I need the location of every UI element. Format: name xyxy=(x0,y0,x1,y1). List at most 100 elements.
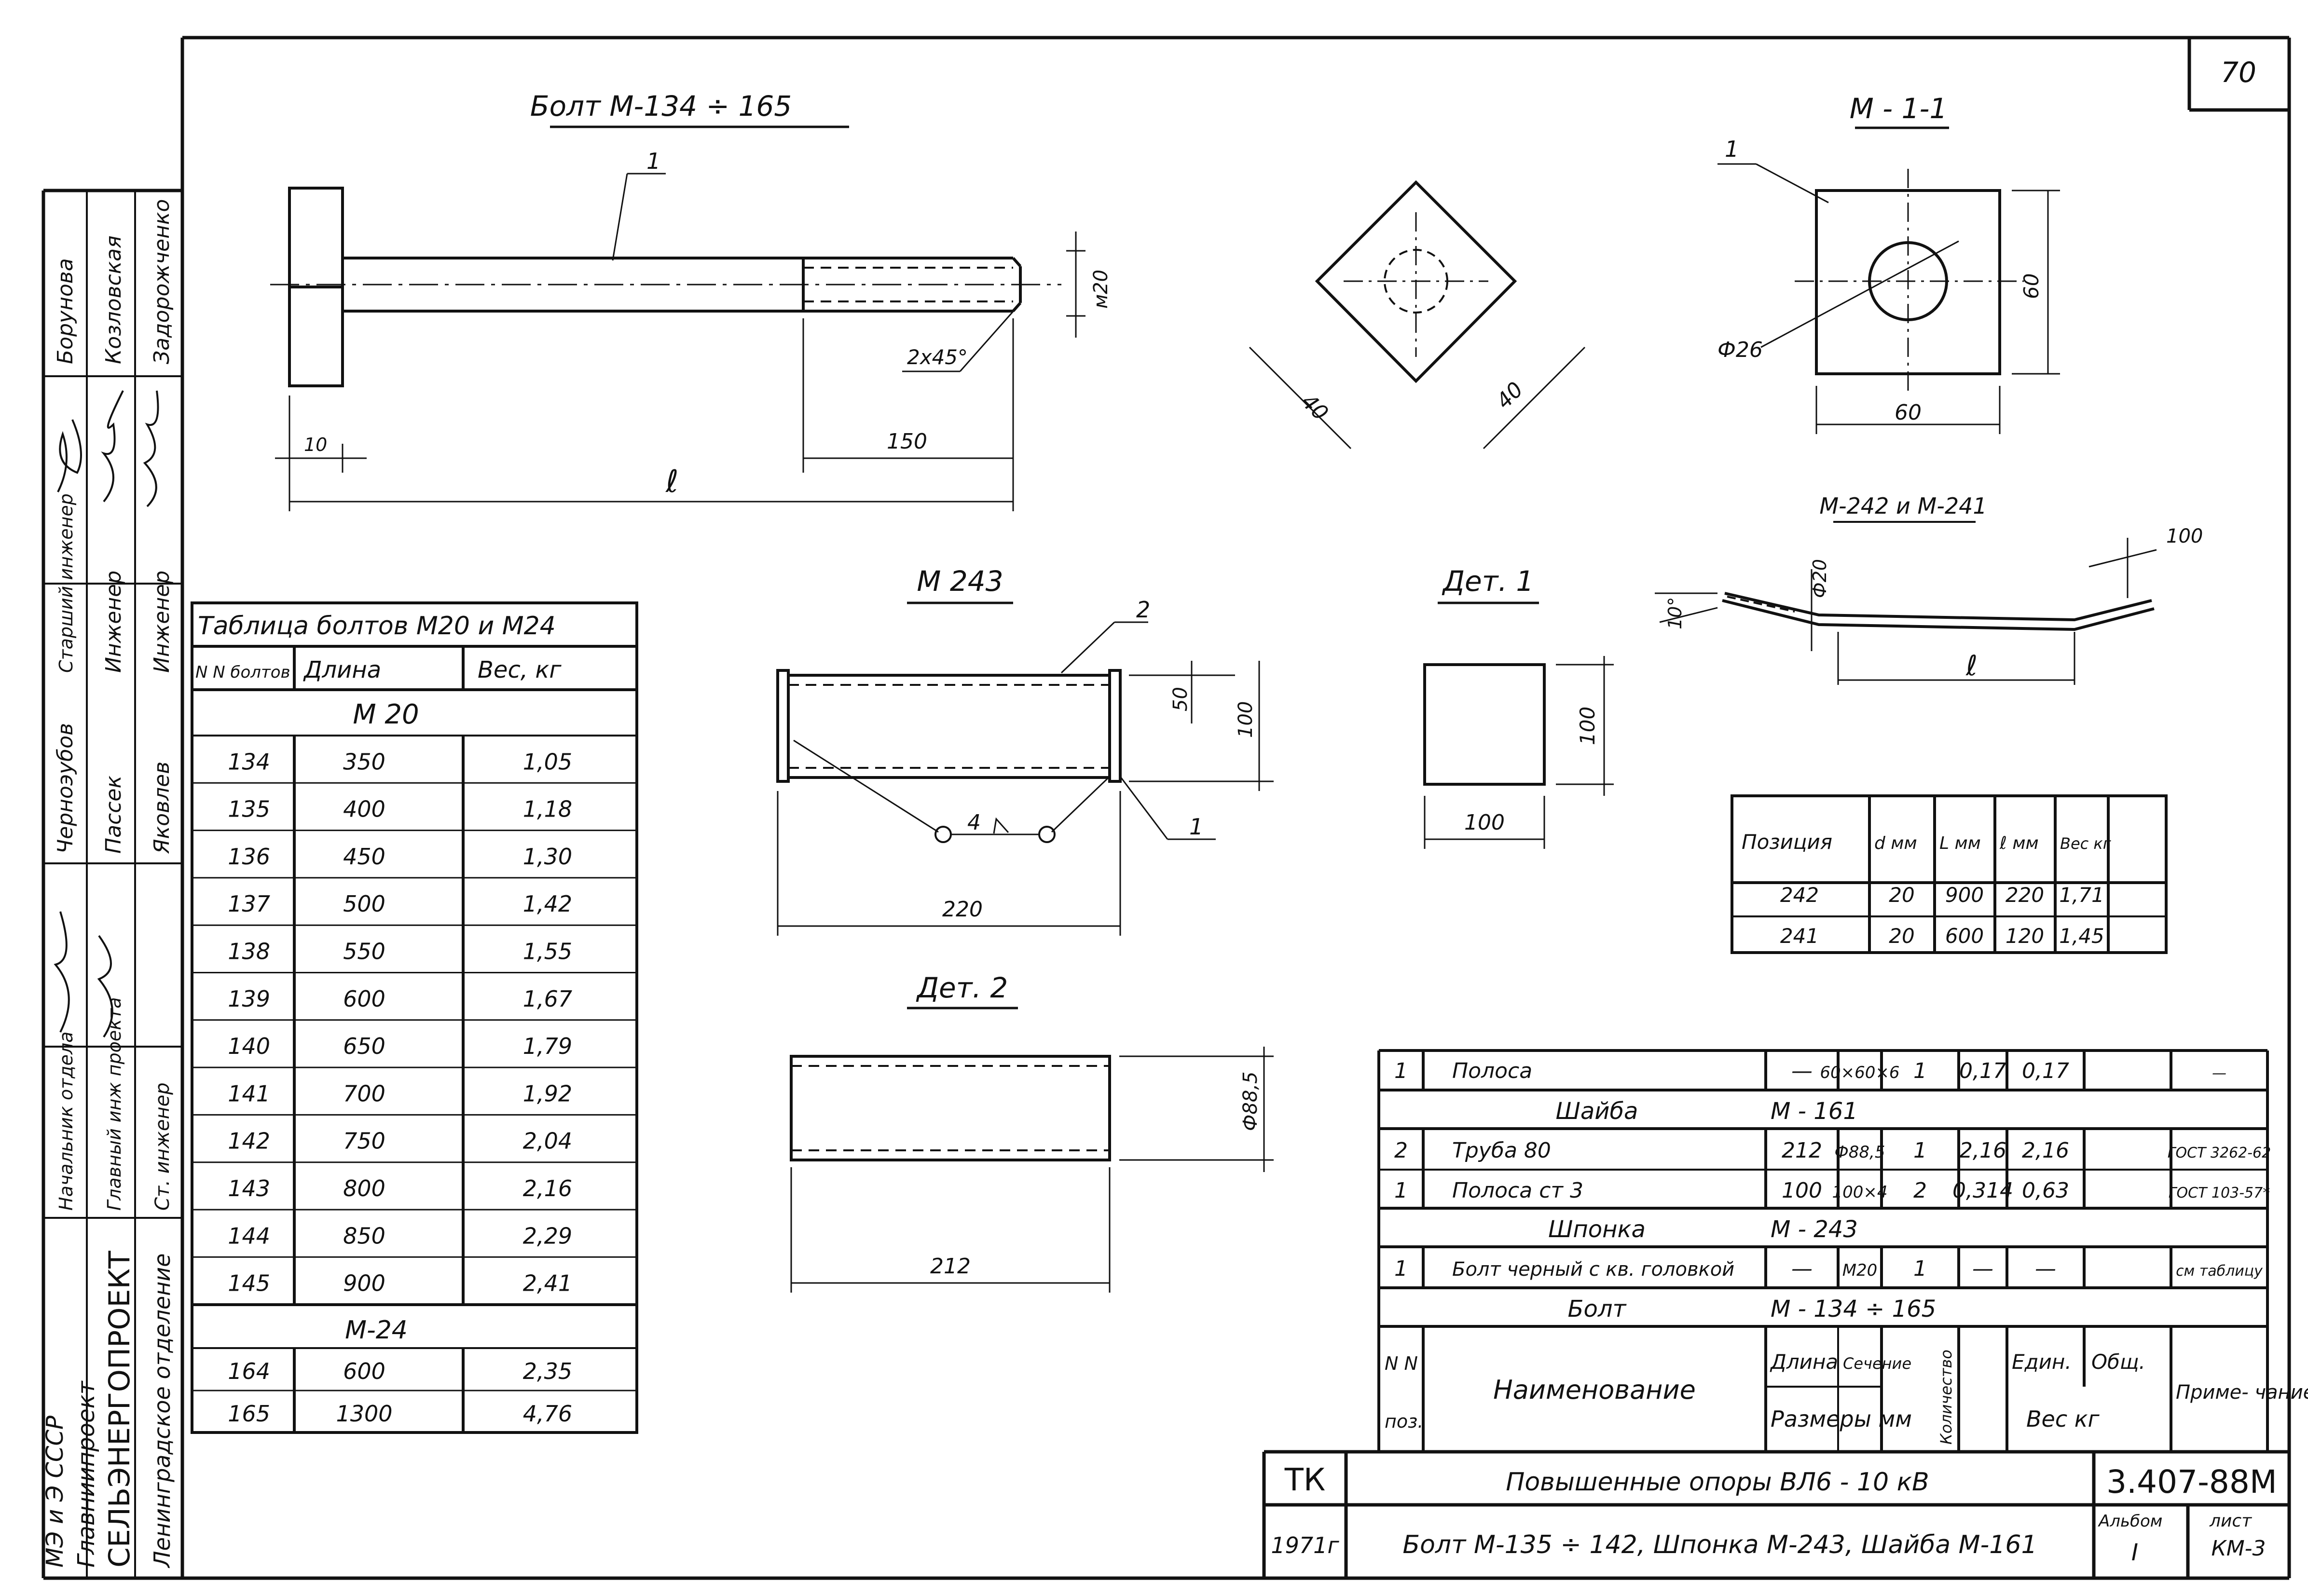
det1-h: 100 xyxy=(1576,707,1599,745)
m243-pos1: 1 xyxy=(1189,814,1203,840)
stamp-name-kozlovskaya: Козловская xyxy=(101,235,126,364)
stamp-role-eng2: Инженер xyxy=(150,571,174,673)
sheet-number: 70 xyxy=(2221,56,2256,89)
spec-section-name: Болт xyxy=(1568,1296,1627,1323)
bolt-length: 700 xyxy=(343,1080,385,1106)
stamp-name-zadorozhchenko: Задорожченко xyxy=(150,199,174,364)
stamp-org-leningrad: Ленинградское отделение xyxy=(149,1254,175,1569)
strip-dia: Ф20 xyxy=(1809,559,1830,598)
bolt-number: 140 xyxy=(228,1033,270,1059)
bolt-dia: м20 xyxy=(1090,270,1112,309)
bolt-weight: 1,67 xyxy=(523,986,572,1012)
bolt-weight: 2,35 xyxy=(523,1358,572,1384)
pos-cell: 20 xyxy=(1889,883,1914,907)
tb-year: 1971г xyxy=(1271,1532,1339,1558)
spec-hdr-note: Приме- чание xyxy=(2176,1381,2308,1404)
pos-col-weight: Вес кг xyxy=(2060,834,2111,853)
strip-len: ℓ xyxy=(1965,649,1978,682)
m11-pos: 1 xyxy=(1725,136,1739,162)
bolt-number: 135 xyxy=(228,796,270,822)
strip-dim: 100 xyxy=(2166,525,2203,547)
bolt-number: 138 xyxy=(228,939,270,965)
bolt-number: 145 xyxy=(228,1270,270,1296)
stamp-org-selenergo: СЕЛЬЭНЕРГОПРОЕКТ xyxy=(103,1251,137,1568)
signature-3 xyxy=(143,390,159,507)
signature-5 xyxy=(97,935,113,1038)
bolt-number: 165 xyxy=(228,1401,270,1427)
spec-cell: Ф88,5 xyxy=(1835,1143,1885,1162)
spec-hdr-unit: Един. xyxy=(2012,1350,2072,1374)
pos-cell: 1,71 xyxy=(2059,883,2104,907)
bolt-weight: 1,05 xyxy=(523,749,572,775)
det1-w: 100 xyxy=(1464,810,1505,835)
spec-cell: Полоса xyxy=(1452,1059,1532,1083)
bolt-length: 450 xyxy=(343,844,385,870)
bolt-weight: 1,30 xyxy=(523,844,572,870)
spec-cell: 0,17 xyxy=(1959,1059,2006,1083)
spec-cell: — xyxy=(2035,1256,2056,1281)
spec-hdr-size: Размеры мм xyxy=(1771,1406,1912,1432)
spec-section-name: Шайба xyxy=(1556,1098,1638,1125)
spec-section-code: М - 134 ÷ 165 xyxy=(1771,1296,1936,1323)
bolt-weight: 1,55 xyxy=(523,939,572,965)
pos-cell: 20 xyxy=(1889,924,1914,948)
spec-section-code: М - 161 xyxy=(1771,1098,1858,1125)
bolt-weight: 2,16 xyxy=(523,1175,572,1201)
spec-section-name: Шпонка xyxy=(1548,1216,1646,1243)
tb-title: Повышенные опоры ВЛ6 - 10 кВ xyxy=(1506,1468,1929,1497)
spec-cell: 2 xyxy=(1913,1178,1927,1203)
pos-col-position: Позиция xyxy=(1742,830,1832,854)
bolt-number: 137 xyxy=(228,891,270,917)
spec-cell: 1 xyxy=(1913,1138,1927,1163)
pos-cell: 242 xyxy=(1780,883,1819,907)
side-stamp: Борунова Козловская Задорожченко Старший… xyxy=(41,199,175,1569)
bolt-number: 141 xyxy=(228,1080,270,1106)
pos-cell: 241 xyxy=(1780,924,1819,948)
title-block: ТК Повышенные опоры ВЛ6 - 10 кВ 3.407-88… xyxy=(1262,1450,2289,1578)
m11-width: 60 xyxy=(1895,400,1922,425)
spec-hdr-weight: Вес кг xyxy=(2026,1406,2100,1432)
bolt-length: 850 xyxy=(343,1223,385,1249)
spec-cell: Болт черный с кв. головкой xyxy=(1452,1258,1734,1281)
tb-code: 3.407-88М xyxy=(2106,1463,2277,1501)
pos-col-l: ℓ мм xyxy=(1999,833,2039,853)
pos-cell: 600 xyxy=(1945,924,1984,948)
spec-cell: 1 xyxy=(1913,1059,1927,1083)
bolt-weight: 2,29 xyxy=(523,1223,572,1249)
pos-col-L: L мм xyxy=(1939,833,1981,853)
tb-album: I xyxy=(2131,1539,2138,1566)
bolt-number: 144 xyxy=(228,1223,270,1249)
spec-cell: 212 xyxy=(1782,1138,1822,1163)
bolt-weight: 2,41 xyxy=(523,1270,572,1296)
spec-cell: 0,314 xyxy=(1952,1178,2013,1203)
spec-hdr-len: Длина xyxy=(1770,1350,1838,1374)
bolt-weight: 1,42 xyxy=(523,891,572,917)
det2-title: Дет. 2 xyxy=(916,971,1008,1004)
spec-hdr-qty: Количество xyxy=(1937,1350,1955,1445)
bolts-table-title: Таблица болтов М20 и М24 xyxy=(198,612,556,641)
bolt-dim-len: ℓ xyxy=(665,464,678,500)
bolts-col-weight: Вес, кг xyxy=(478,656,562,683)
m243-title: М 243 xyxy=(917,565,1003,598)
pos-col-d: d мм xyxy=(1874,833,1917,853)
bolt-number: 164 xyxy=(228,1358,270,1384)
bolt-dim-head: 10 xyxy=(304,434,327,455)
spec-cell: — xyxy=(1791,1059,1813,1083)
stamp-name-passek: Пассек xyxy=(101,775,126,854)
det2-dia: Ф88,5 xyxy=(1239,1072,1262,1132)
signature-1 xyxy=(57,419,82,492)
bolt-number: 134 xyxy=(228,749,270,775)
stamp-name-borunova: Борунова xyxy=(53,258,78,364)
bolt-weight: 2,04 xyxy=(523,1128,572,1154)
diamond-dim-1: 40 xyxy=(1296,389,1333,426)
bolt-length: 600 xyxy=(343,986,385,1012)
bolt-weight: 1,18 xyxy=(523,796,572,822)
spec-hdr-sec: Сечение xyxy=(1843,1354,1911,1373)
spec-section-code: М - 243 xyxy=(1771,1216,1858,1243)
stamp-role-gip: Главный инж проекта xyxy=(104,997,125,1211)
bolt-number: 139 xyxy=(228,986,270,1012)
bolt-length: 400 xyxy=(343,796,385,822)
strip-view: М-242 и М-241 10° Ф20 100 ℓ xyxy=(1655,493,2203,685)
bolts-col-len: Длина xyxy=(303,656,381,683)
